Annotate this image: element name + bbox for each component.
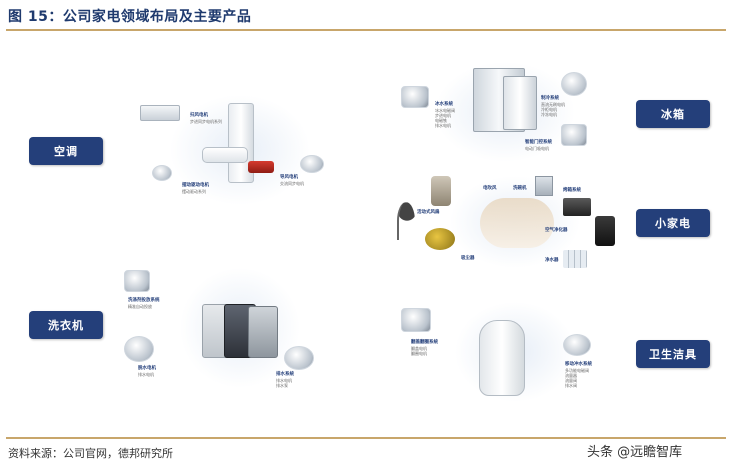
footer-divider xyxy=(6,437,726,439)
sanitary-product-scene: 翻盖翻圈系统 翻盖电机 翻圈电机 移动冲水系统 多功能电磁阀 流量器 流量阀 排… xyxy=(395,300,610,405)
fridge-product-scene: 冰水系统 冰水电磁阀 步进电机 电磁铁 排水电机 制冷系统 直流无刷电机 冷柜电… xyxy=(395,62,610,162)
small-callout-purifier: 空气净化器 xyxy=(545,228,568,233)
small-callout-oven: 烤箱系统 xyxy=(563,188,581,193)
dishwasher-image xyxy=(535,176,553,196)
ac-swing-motor-image xyxy=(152,165,172,181)
sanitary-callout-flush: 移动冲水系统 多功能电磁阀 流量器 流量阀 排水阀 xyxy=(565,362,592,388)
ac-wall-unit-image xyxy=(202,147,248,163)
source-note: 资料来源：公司官网，德邦研究所 xyxy=(8,447,173,460)
category-badge-fridge: 冰箱 xyxy=(636,100,710,128)
fridge-door-motor-image xyxy=(561,124,587,146)
sanitary-callout-lid: 翻盖翻圈系统 翻盖电机 翻圈电机 xyxy=(411,340,438,356)
sanitary-flush-valve-image xyxy=(563,334,591,356)
ac-callout-swing: 摆动驱动电机 摆动驱动系列 xyxy=(182,183,209,194)
smart-toilet-image xyxy=(479,320,525,396)
small-callout-vacuum: 吸尘器 xyxy=(461,256,475,261)
ac-outdoor-unit-image xyxy=(140,105,180,121)
washer-callout-detergent: 洗涤剂投放系统 精准自动投放 xyxy=(128,298,160,309)
page-title: 图 15：公司家电领域布局及主要产品 xyxy=(8,9,252,25)
washer-callout-spin: 脱水电机 排水电机 xyxy=(138,366,156,377)
category-badge-small-appliance: 小家电 xyxy=(636,209,710,237)
water-purifier-image xyxy=(563,250,587,268)
washer-machine-3-image xyxy=(248,306,278,358)
fridge-callout-cooling: 制冷系统 直流无刷电机 冷柜电机 冷冻电机 xyxy=(541,96,565,117)
air-purifier-image xyxy=(595,216,615,246)
fridge-callout-ice: 冰水系统 冰水电磁阀 步进电机 电磁铁 排水电机 xyxy=(435,102,455,128)
small-callout-fan: 活动式风扇 xyxy=(417,210,440,215)
fridge-ice-valve-image xyxy=(401,86,429,108)
oven-image xyxy=(563,198,591,216)
header-divider xyxy=(6,29,726,31)
small-callout-water: 净水器 xyxy=(545,258,559,263)
ac-product-scene: 扫风电机 步进同步电机系列 摆动驱动电机 摆动驱动系列 导风电机 交流同步电机 xyxy=(140,95,340,205)
small-callout-dishwasher: 洗碗机 xyxy=(513,186,527,191)
fan-image xyxy=(397,202,415,240)
sanitary-lid-motor-image xyxy=(401,308,431,332)
watermark: 头条 @远瞻智库 xyxy=(587,445,683,460)
washer-product-scene: 洗涤剂投放系统 精准自动投放 脱水电机 排水电机 排水系统 排水电机 排水泵 xyxy=(120,268,335,388)
mixer-image xyxy=(431,176,451,206)
category-badge-washer: 洗衣机 xyxy=(29,311,103,339)
kitchen-room-image xyxy=(480,198,554,248)
small-callout-dryer: 电吹风 xyxy=(483,186,497,191)
vacuum-image xyxy=(425,228,455,250)
category-badge-ac: 空调 xyxy=(29,137,103,165)
washer-callout-drain: 排水系统 排水电机 排水泵 xyxy=(276,372,294,388)
ac-guide-motor-image xyxy=(300,155,324,173)
fridge-callout-door: 智能门控系统 电动门吸电机 xyxy=(525,140,552,151)
small-appliance-scene: 活动式风扇 烤箱系统 电吹风 空气净化器 净水器 吸尘器 洗碗机 xyxy=(395,172,620,272)
category-badge-sanitary: 卫生洁具 xyxy=(636,340,710,368)
washer-detergent-image xyxy=(124,270,150,292)
ac-callout-sweep: 扫风电机 步进同步电机系列 xyxy=(190,113,222,124)
fridge-fan-motor-image xyxy=(561,72,587,96)
ac-motor-image xyxy=(248,161,274,173)
fridge-single-door-image xyxy=(503,76,537,130)
washer-drain-pump-image xyxy=(284,346,314,370)
ac-callout-guide: 导风电机 交流同步电机 xyxy=(280,175,304,186)
washer-motor-image xyxy=(124,336,154,362)
